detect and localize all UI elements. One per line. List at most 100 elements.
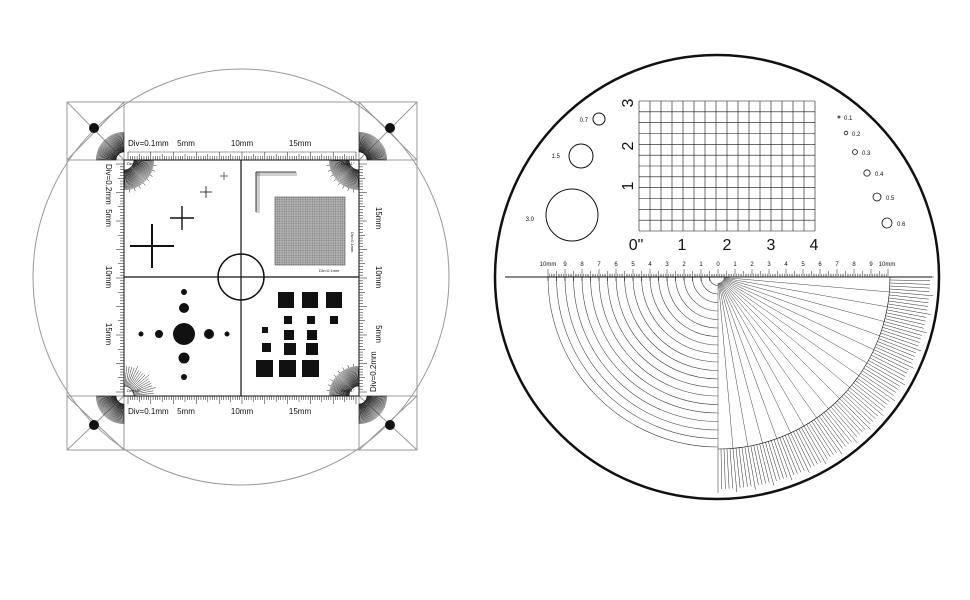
protractor-tick	[120, 132, 124, 153]
circle-label: 0.2	[852, 132, 861, 138]
protractor-tick	[108, 136, 120, 154]
protractor-tick	[117, 132, 123, 153]
fan-tick	[832, 404, 861, 435]
left-ruler-ticks	[116, 163, 124, 393]
protractor-tick	[99, 145, 118, 157]
protractor-tick	[329, 391, 350, 395]
concentric-arc	[615, 276, 719, 380]
fan-tick	[744, 446, 752, 487]
protractor-bottom-left	[123, 363, 156, 397]
fan-tick	[738, 447, 745, 488]
outer-protractor-top-right	[358, 132, 387, 161]
protractor-tick	[108, 136, 120, 154]
protractor-tick	[351, 169, 357, 190]
fan-inner-arc	[717, 276, 891, 450]
concentric-arc	[675, 276, 719, 320]
protractor-tick	[130, 167, 146, 186]
protractor-tick	[359, 132, 361, 153]
protractor-tick	[96, 397, 117, 402]
protractor-tick	[115, 403, 122, 423]
protractor-tick	[341, 371, 354, 389]
protractor-tick	[363, 402, 376, 419]
fan-tick	[787, 434, 805, 471]
protractor-tick	[362, 403, 371, 422]
protractor-tick	[109, 402, 121, 421]
protractor-tick	[329, 161, 350, 167]
protractor-label-top-right: Deg=1°	[341, 161, 355, 166]
corner-dot	[385, 420, 395, 430]
ruler-end-label: 10mm	[540, 262, 557, 268]
ruler-number: 7	[835, 262, 839, 268]
protractor-tick	[354, 366, 358, 387]
ruler-number: 5	[801, 262, 805, 268]
protractor-tick	[132, 165, 149, 177]
protractor-tick	[96, 156, 117, 160]
fan-tick	[841, 396, 871, 425]
fan-tick	[889, 294, 929, 300]
fan-tick	[858, 375, 896, 402]
top-ruler-mark: 5mm	[177, 139, 195, 148]
bottom-ruler-mark: 15mm	[289, 407, 312, 416]
protractor-tick	[117, 403, 123, 424]
square-size-targets	[256, 292, 342, 377]
protractor-tick	[97, 398, 117, 407]
protractor-tick	[329, 161, 350, 165]
protractor-tick	[364, 139, 378, 155]
protractor-tick	[96, 396, 117, 401]
grid-patch-div-label: Div=0.1mm	[350, 232, 355, 253]
protractor-tick	[330, 379, 351, 392]
circle-label: 0.6	[897, 222, 906, 228]
protractor-tick	[335, 377, 352, 391]
top-ruler-mark: 10mm	[231, 139, 254, 148]
protractor-tick	[96, 153, 117, 159]
radial-line	[720, 282, 805, 427]
protractor-tick	[133, 160, 154, 163]
protractor-tick	[366, 398, 386, 407]
protractor-tick	[333, 379, 351, 391]
radial-line	[723, 277, 890, 293]
protractor-tick	[357, 169, 359, 190]
mm-ruler-ticks	[547, 269, 889, 277]
fan-tick	[884, 318, 924, 329]
protractor-tick	[132, 383, 152, 392]
concentric-arc	[564, 276, 719, 431]
dot-size-targets	[138, 289, 230, 380]
protractor-tick	[363, 402, 375, 420]
outer-protractor-top-left	[96, 132, 125, 161]
protractor-tick	[364, 139, 379, 155]
fan-tick	[884, 321, 927, 334]
protractor-tick	[130, 167, 145, 183]
top-ruler-div-label: Div=0.1mm	[128, 139, 169, 148]
concentric-arc	[547, 276, 719, 448]
radial-line	[718, 282, 734, 449]
concentric-arc	[598, 276, 719, 397]
fan-tick	[879, 335, 922, 352]
concentric-arc	[658, 276, 719, 337]
fan-tick	[741, 447, 748, 487]
protractor-tick	[366, 396, 387, 398]
fan-tick	[887, 303, 928, 311]
protractor-tick	[361, 133, 368, 153]
protractor-top-left	[123, 159, 157, 193]
protractor-tick	[362, 135, 373, 154]
protractor-tick	[337, 167, 353, 186]
protractor-tick	[133, 163, 152, 172]
fan-tick	[855, 380, 888, 405]
protractor-tick	[119, 403, 124, 424]
radial-line	[723, 277, 888, 308]
protractor-tick	[132, 165, 150, 177]
protractor-tick	[131, 165, 149, 178]
protractor-tick	[102, 141, 119, 156]
protractor-tick	[125, 366, 130, 387]
protractor-tick	[329, 393, 350, 396]
protractor-tick	[366, 153, 387, 159]
protractor-tick	[97, 398, 117, 406]
protractor-tick	[362, 403, 372, 422]
protractor-tick	[345, 168, 355, 188]
protractor-tick	[341, 167, 354, 185]
concentric-arc	[632, 276, 719, 363]
protractor-tick	[344, 369, 355, 388]
ruler-number: 8	[580, 262, 584, 268]
protractor-tick	[365, 144, 383, 156]
protractor-tick	[361, 403, 368, 423]
